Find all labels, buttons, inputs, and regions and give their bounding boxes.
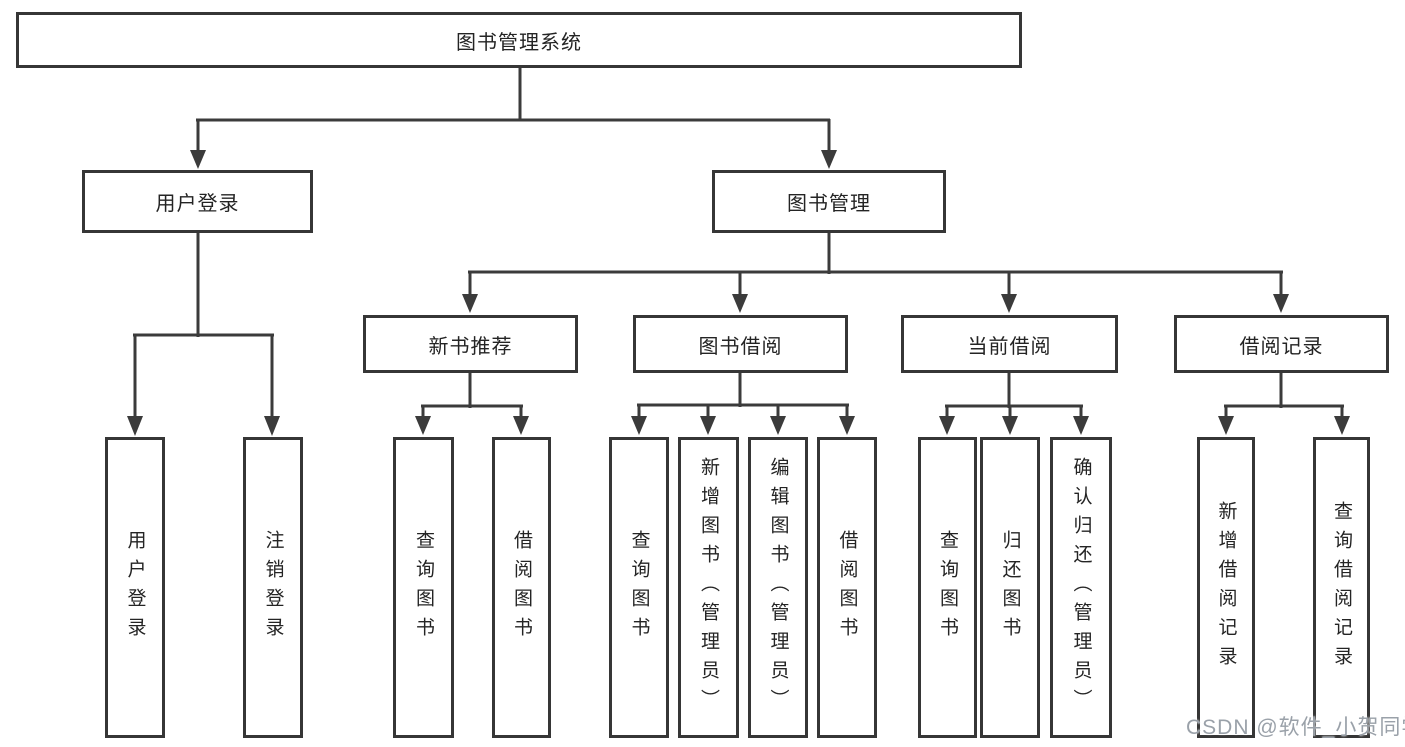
leaf-cb-query: 查询图书 — [918, 437, 977, 738]
leaf-br-query-label: 查询借阅记录 — [1331, 500, 1352, 675]
node-current-borrow-label: 当前借阅 — [967, 335, 1052, 358]
leaf-cb-confirm-label: 确认归还（管理员） — [1070, 457, 1092, 718]
node-borrow-record: 借阅记录 — [1174, 315, 1389, 373]
node-book-borrow-label: 图书借阅 — [698, 335, 783, 358]
node-book-mgmt: 图书管理 — [712, 170, 946, 233]
node-new-book-rec-label: 新书推荐 — [428, 335, 513, 358]
leaf-cb-confirm: 确认归还（管理员） — [1050, 437, 1112, 738]
leaf-nbr-borrow: 借阅图书 — [492, 437, 551, 738]
node-current-borrow: 当前借阅 — [901, 315, 1118, 373]
node-user-login: 用户登录 — [82, 170, 313, 233]
node-root: 图书管理系统 — [16, 12, 1022, 68]
leaf-br-query: 查询借阅记录 — [1313, 437, 1370, 738]
leaf-login-label: 用户登录 — [124, 529, 146, 646]
csdn-watermark: CSDN @软件_小贺同学 — [1186, 716, 1405, 739]
leaf-logout-label: 注销登录 — [262, 529, 284, 646]
leaf-cb-return-label: 归还图书 — [999, 529, 1021, 646]
leaf-bb-query-label: 查询图书 — [628, 529, 650, 646]
leaf-bb-edit: 编辑图书（管理员） — [748, 437, 808, 738]
leaf-bb-query: 查询图书 — [609, 437, 669, 738]
leaf-bb-borrow: 借阅图书 — [817, 437, 877, 738]
node-book-borrow: 图书借阅 — [633, 315, 848, 373]
leaf-br-add: 新增借阅记录 — [1197, 437, 1255, 738]
leaf-nbr-query-label: 查询图书 — [413, 529, 434, 646]
leaf-nbr-query: 查询图书 — [393, 437, 454, 738]
leaf-cb-query-label: 查询图书 — [937, 529, 958, 646]
leaf-nbr-borrow-label: 借阅图书 — [511, 529, 532, 646]
node-book-mgmt-label: 图书管理 — [787, 193, 871, 215]
leaf-bb-add: 新增图书（管理员） — [678, 437, 739, 738]
leaf-bb-add-label: 新增图书（管理员） — [698, 457, 719, 718]
node-borrow-record-label: 借阅记录 — [1239, 335, 1324, 358]
leaf-cb-return: 归还图书 — [980, 437, 1040, 738]
leaf-bb-edit-label: 编辑图书（管理员） — [767, 457, 789, 718]
node-user-login-label: 用户登录 — [155, 193, 240, 215]
leaf-login: 用户登录 — [105, 437, 165, 738]
leaf-logout: 注销登录 — [243, 437, 303, 738]
leaf-bb-borrow-label: 借阅图书 — [836, 529, 858, 646]
node-root-label: 图书管理系统 — [456, 31, 582, 54]
leaf-br-add-label: 新增借阅记录 — [1215, 500, 1237, 675]
node-new-book-rec: 新书推荐 — [363, 315, 578, 373]
